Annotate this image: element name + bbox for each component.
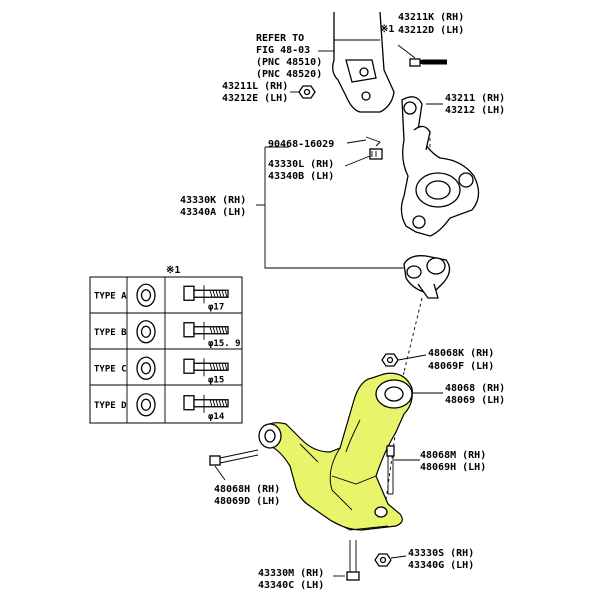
label-48068h: 48068H (RH) xyxy=(214,484,280,495)
label-48068m: 48068M (RH) xyxy=(420,450,486,461)
washer-icon xyxy=(136,356,156,380)
svg-text:FIG 48-03: FIG 48-03 xyxy=(256,45,310,56)
reference-note: REFER TO FIG 48-03 (PNC 48510) (PNC 4852… xyxy=(256,33,322,80)
washer-icon xyxy=(136,393,156,417)
bolt-type-label: TYPE C xyxy=(94,364,127,374)
label-43330m: 43330M (RH) xyxy=(258,568,324,579)
label-43330k: 43330K (RH) xyxy=(180,195,246,206)
label-43212e: 43212E (LH) xyxy=(222,93,288,104)
bolt-type-table xyxy=(89,276,243,424)
label-43211l: 43211L (RH) xyxy=(222,81,288,92)
bolt-diameter-label: φ17 xyxy=(208,302,224,312)
label-48069h: 48069H (LH) xyxy=(420,462,486,473)
lower-control-arm xyxy=(258,372,413,531)
svg-text:REFER TO: REFER TO xyxy=(256,33,304,44)
ball-joint xyxy=(403,255,451,299)
bolt-icon xyxy=(183,394,229,413)
washer-icon xyxy=(136,283,156,307)
cotter-pin xyxy=(365,136,381,147)
bolt-48068m xyxy=(386,445,395,495)
bolt-diameter-label: φ14 xyxy=(208,412,225,422)
label-43211: 43211 (RH) xyxy=(445,93,505,104)
label-43340b: 43340B (LH) xyxy=(268,171,334,182)
bolt-48068h xyxy=(209,449,259,466)
svg-text:(PNC 48510): (PNC 48510) xyxy=(256,57,322,68)
label-43340g: 43340G (LH) xyxy=(408,560,474,571)
label-43211k: 43211K (RH) xyxy=(398,12,464,23)
bolt-type-label: TYPE B xyxy=(94,328,127,338)
strut-assembly xyxy=(332,11,395,113)
label-43212: 43212 (LH) xyxy=(445,105,505,116)
label-43330l: 43330L (RH) xyxy=(268,159,334,170)
bolt-icon xyxy=(183,321,229,340)
bolt-icon xyxy=(183,285,229,304)
label-43212d: 43212D (LH) xyxy=(398,25,464,36)
label-48069f: 48069F (LH) xyxy=(428,361,494,372)
bolt-type-label: TYPE D xyxy=(94,401,127,411)
castle-nut-43330l xyxy=(369,148,383,160)
label-43340c: 43340C (LH) xyxy=(258,580,324,591)
bolt-icon xyxy=(183,358,229,377)
label-48068: 48068 (RH) xyxy=(445,383,505,394)
bolt-43211k xyxy=(409,58,447,67)
note-mark-table: ※1 xyxy=(166,265,180,276)
steering-knuckle xyxy=(400,96,480,237)
bolt-43330m xyxy=(346,540,360,581)
label-48069d: 48069D (LH) xyxy=(214,496,280,507)
label-90468: 90468-16029 xyxy=(268,139,334,150)
nut-48068k xyxy=(381,353,399,367)
nut-43330s xyxy=(374,553,392,567)
svg-text:(PNC 48520): (PNC 48520) xyxy=(256,69,322,80)
label-43340a: 43340A (LH) xyxy=(180,207,246,218)
nut-43211l xyxy=(298,85,316,99)
bolt-diameter-label: φ15. 9 xyxy=(208,339,241,349)
bolt-type-label: TYPE A xyxy=(94,291,127,301)
label-48069: 48069 (LH) xyxy=(445,395,505,406)
label-43330s: 43330S (RH) xyxy=(408,548,474,559)
note-mark-top: ※1 xyxy=(380,24,394,35)
bolt-diameter-label: φ15 xyxy=(208,375,224,385)
washer-icon xyxy=(136,320,156,344)
label-48068k: 48068K (RH) xyxy=(428,348,494,359)
